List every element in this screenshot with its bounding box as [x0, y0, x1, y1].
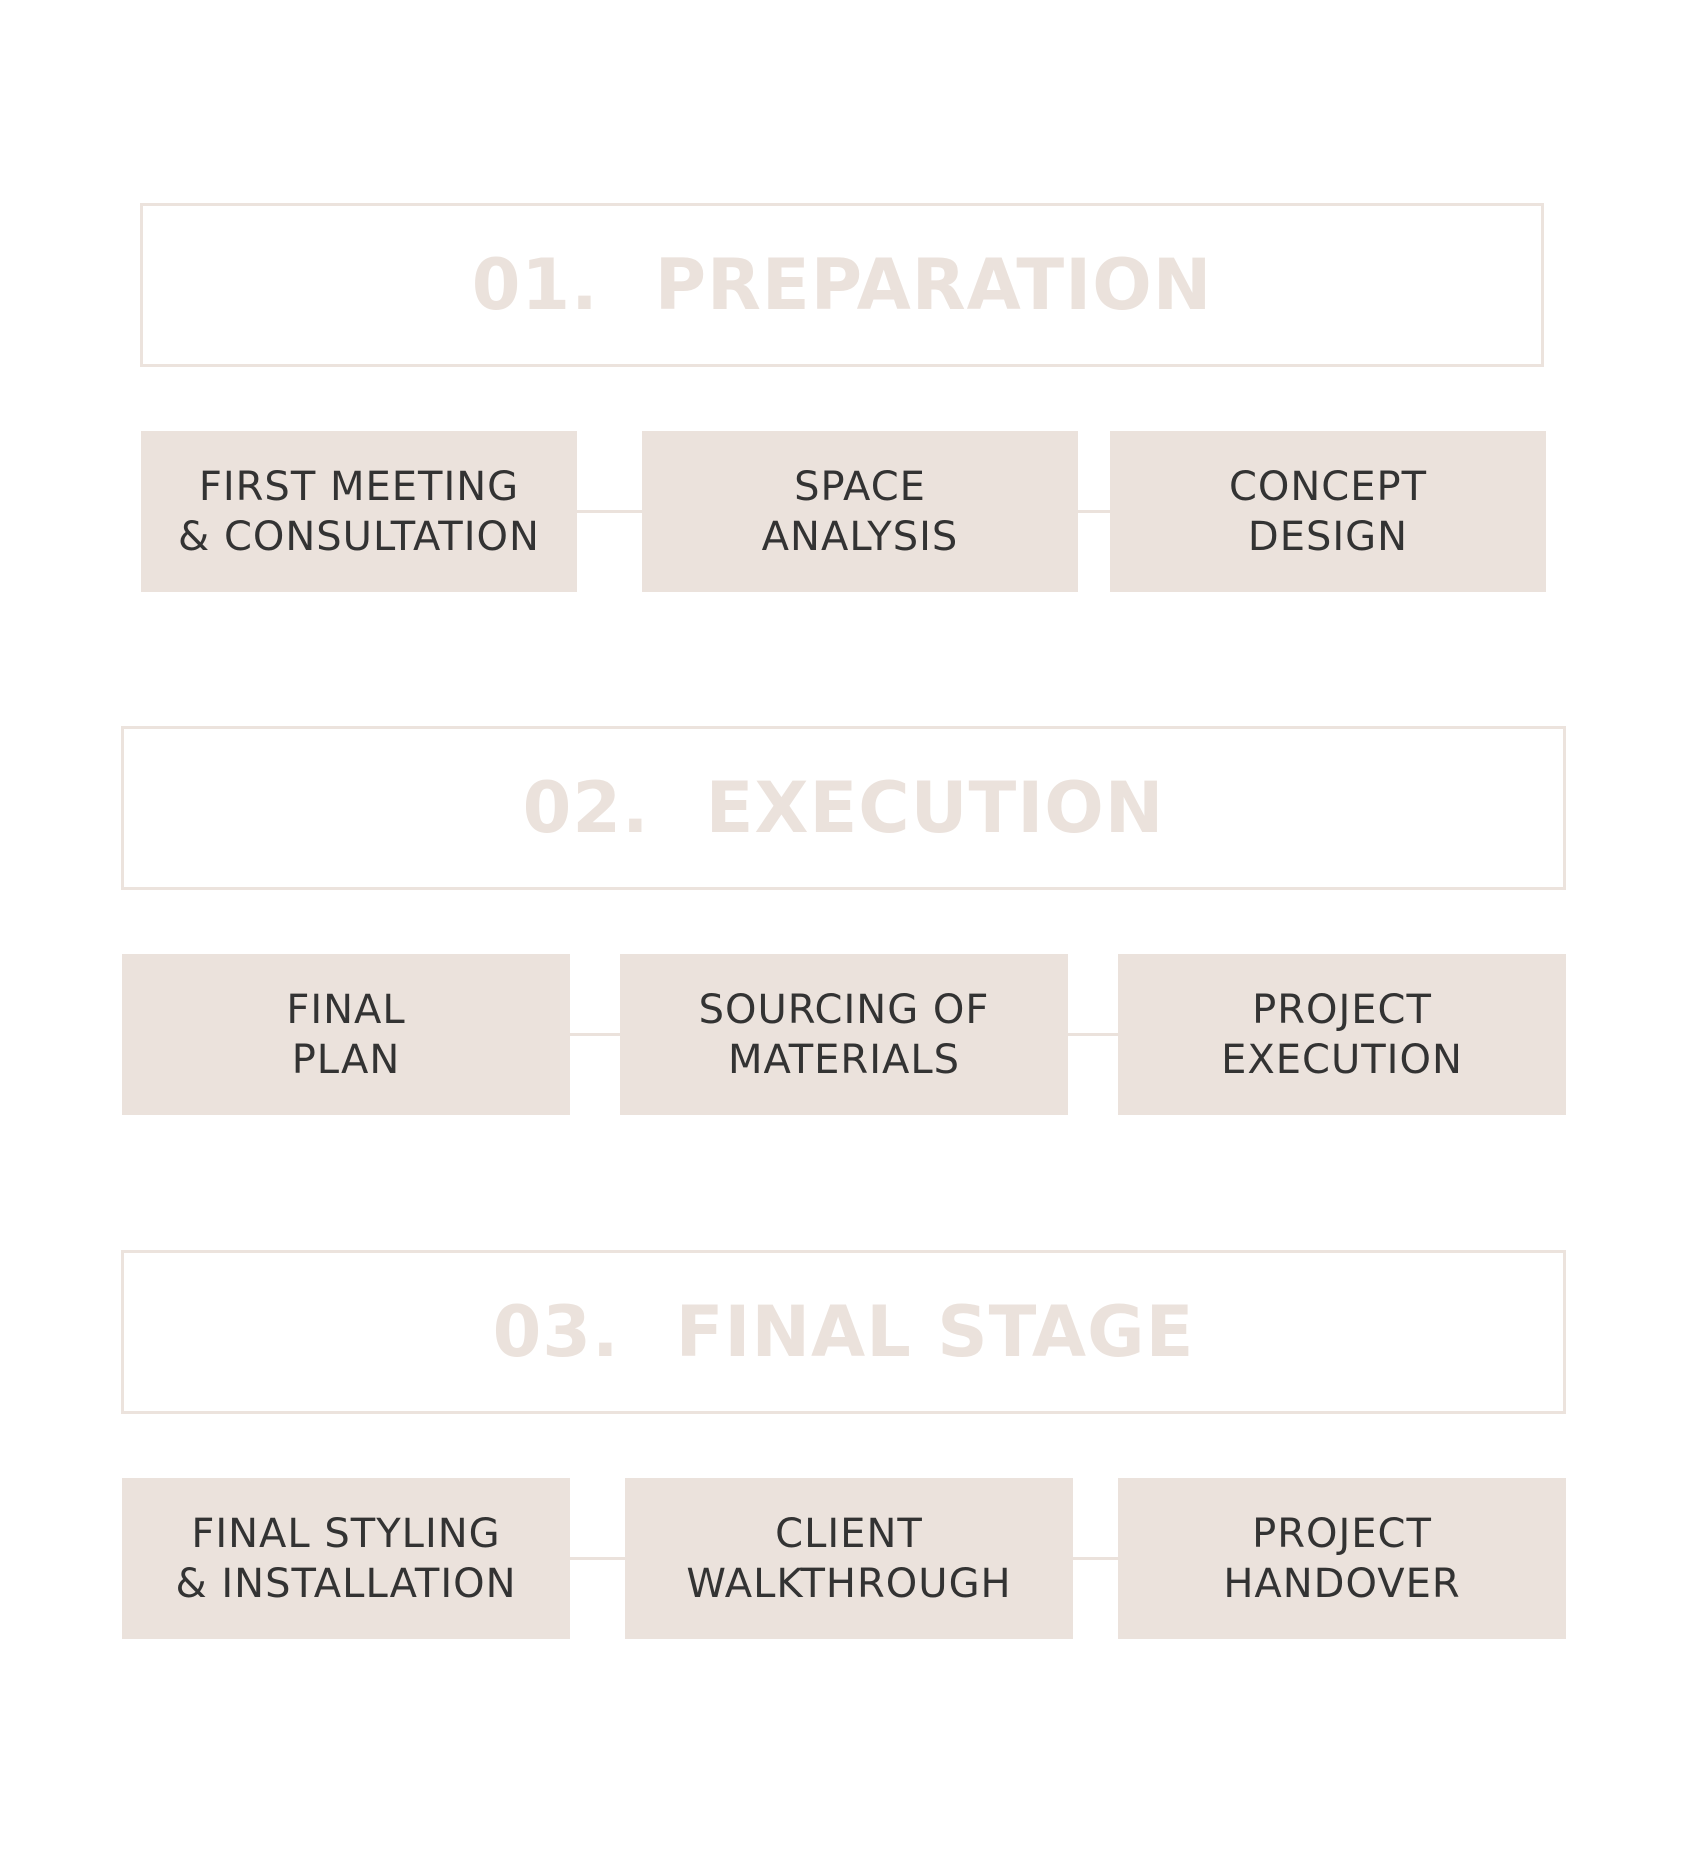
- step-label-line1: SOURCING OF: [698, 986, 990, 1033]
- step-label-line2: HANDOVER: [1223, 1560, 1461, 1607]
- step-label-line2: & INSTALLATION: [175, 1560, 517, 1607]
- step-label-line2: & CONSULTATION: [178, 513, 540, 560]
- stage-number: 03.: [492, 1291, 620, 1373]
- step-project-execution: PROJECT EXECUTION: [1118, 954, 1566, 1115]
- step-first-meeting: FIRST MEETING & CONSULTATION: [141, 431, 577, 592]
- stage-header-final-stage: 03. FINAL STAGE: [121, 1250, 1566, 1414]
- connector-line: [1078, 510, 1110, 513]
- step-label-line1: PROJECT: [1252, 986, 1432, 1033]
- step-space-analysis: SPACE ANALYSIS: [642, 431, 1078, 592]
- stage-number: 02.: [522, 767, 650, 849]
- step-sourcing-materials: SOURCING OF MATERIALS: [620, 954, 1068, 1115]
- stage-title: PREPARATION: [654, 244, 1213, 326]
- step-label-line1: PROJECT: [1252, 1510, 1432, 1557]
- stage-title: FINAL STAGE: [675, 1291, 1195, 1373]
- step-label-line2: WALKTHROUGH: [686, 1560, 1012, 1607]
- step-label-line1: CONCEPT: [1228, 463, 1428, 510]
- step-label-line1: FINAL: [286, 986, 406, 1033]
- stage-number: 01.: [471, 244, 599, 326]
- step-concept-design: CONCEPT DESIGN: [1110, 431, 1546, 592]
- stage-header-execution: 02. EXECUTION: [121, 726, 1566, 890]
- step-label-line2: ANALYSIS: [761, 513, 959, 560]
- step-client-walkthrough: CLIENT WALKTHROUGH: [625, 1478, 1073, 1639]
- step-label-line1: SPACE: [794, 463, 926, 510]
- step-label-line1: CLIENT: [775, 1510, 923, 1557]
- step-project-handover: PROJECT HANDOVER: [1118, 1478, 1566, 1639]
- step-label-line1: FIRST MEETING: [198, 463, 520, 510]
- step-label-line2: DESIGN: [1247, 513, 1409, 560]
- step-final-plan: FINAL PLAN: [122, 954, 570, 1115]
- connector-line: [570, 1557, 625, 1560]
- connector-line: [1068, 1033, 1118, 1036]
- connector-line: [1073, 1557, 1118, 1560]
- stage-header-preparation: 01. PREPARATION: [140, 203, 1544, 367]
- step-label-line2: EXECUTION: [1221, 1036, 1463, 1083]
- step-label-line2: MATERIALS: [727, 1036, 961, 1083]
- stage-title: EXECUTION: [705, 767, 1165, 849]
- step-final-styling: FINAL STYLING & INSTALLATION: [122, 1478, 570, 1639]
- connector-line: [577, 510, 642, 513]
- step-label-line1: FINAL STYLING: [191, 1510, 501, 1557]
- connector-line: [570, 1033, 620, 1036]
- step-label-line2: PLAN: [291, 1036, 401, 1083]
